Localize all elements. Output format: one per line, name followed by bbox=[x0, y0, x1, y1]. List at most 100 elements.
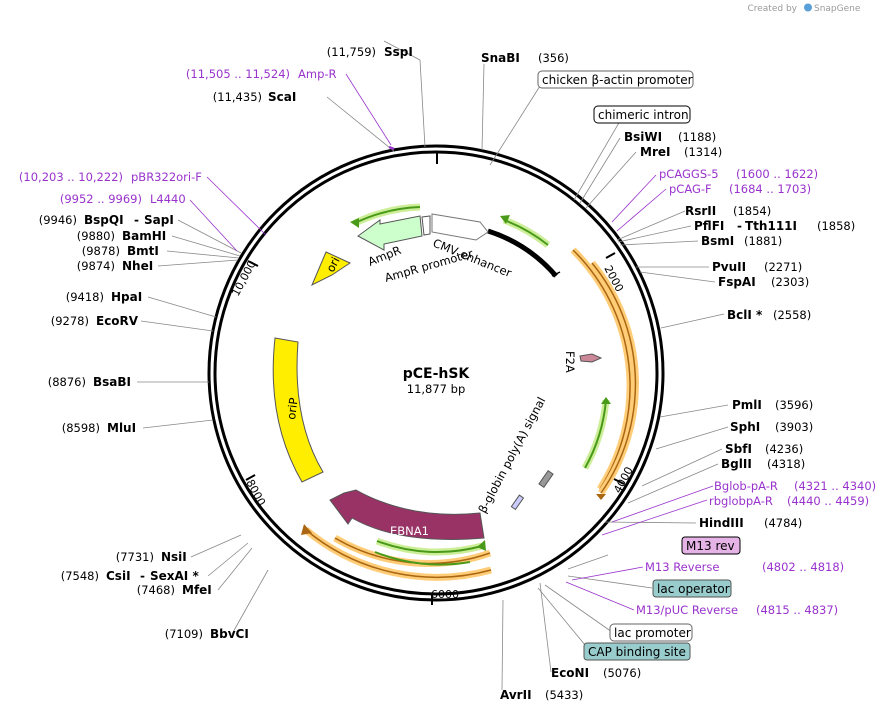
green-arc-top-left bbox=[354, 206, 421, 224]
backbone-outer bbox=[207, 144, 665, 602]
cmv-enhancer-bar bbox=[487, 228, 558, 278]
leader-nsii bbox=[190, 534, 242, 558]
leader-bsmi bbox=[619, 240, 699, 246]
ecorv-pos: (9278) bbox=[51, 314, 89, 328]
pmli-pos: (3596) bbox=[775, 398, 813, 412]
nhei-name: NheI bbox=[122, 259, 153, 273]
m13reverse-pos: (4802 .. 4818) bbox=[762, 560, 844, 574]
pmli-name: PmlI bbox=[732, 398, 762, 412]
leader-chicken bbox=[489, 85, 541, 166]
ampr-primer-name: Amp-R bbox=[298, 67, 337, 81]
bsiwi-pos: (1188) bbox=[678, 130, 716, 144]
snapgene-logo-icon bbox=[804, 3, 812, 12]
lacop-label: lac operator bbox=[657, 582, 730, 596]
primer-leaders bbox=[189, 73, 714, 611]
bglob-pos: (4321 .. 4340) bbox=[794, 479, 876, 493]
sites-left: (11,759) SspI (11,505 .. 11,524) Amp-R (… bbox=[19, 45, 413, 641]
sphi-pos: (3903) bbox=[775, 420, 813, 434]
chimeric-box bbox=[593, 105, 691, 124]
mlui-name: MluI bbox=[107, 421, 136, 435]
leader-l4440 bbox=[189, 199, 238, 252]
ebna1-label: EBNA1 bbox=[390, 524, 429, 538]
leader-m13reverse bbox=[571, 566, 644, 581]
orf-arrow-right bbox=[596, 494, 606, 500]
orf-arc-right-inner bbox=[572, 249, 631, 490]
leader-bglii bbox=[627, 463, 719, 504]
rsrii-name: RsrII bbox=[685, 204, 716, 218]
credit-prefix: Created by bbox=[747, 4, 797, 14]
sbfi-name: SbfI bbox=[725, 442, 752, 456]
leader-m13puc bbox=[565, 581, 635, 611]
sbfi-pos: (4236) bbox=[765, 442, 803, 456]
snapgene-credit: Created by SnapGene bbox=[747, 3, 861, 14]
orf-arc-bottom-inner bbox=[305, 529, 492, 578]
orf-arc-right2-inner bbox=[591, 262, 637, 494]
orip-label: oriP bbox=[284, 397, 301, 421]
lacprom-label: lac promoter bbox=[614, 626, 691, 640]
bmti-pos: (9878) bbox=[82, 244, 120, 258]
rbglob-pos: (4440 .. 4459) bbox=[787, 494, 869, 508]
bbvci-pos: (7109) bbox=[165, 627, 203, 641]
snabi-pos: (356) bbox=[538, 51, 569, 65]
bglii-pos: (4318) bbox=[767, 457, 805, 471]
leader-hindiii bbox=[604, 521, 697, 524]
leader-chimeric bbox=[573, 120, 621, 201]
bglob-name: Bglob-pA-R bbox=[714, 479, 778, 493]
leader-bspqi bbox=[177, 219, 242, 254]
leader-fspai bbox=[639, 271, 716, 283]
leader-pmli bbox=[659, 404, 729, 418]
leader-bamhi bbox=[171, 235, 241, 257]
sspi-name: SspI bbox=[384, 45, 413, 59]
leader-scai bbox=[326, 96, 396, 153]
nsii-name: NsiI bbox=[161, 550, 187, 564]
leader-sbfi bbox=[641, 448, 723, 487]
hpai-pos: (9418) bbox=[66, 290, 104, 304]
promoter-arrow bbox=[431, 213, 489, 241]
leader-csii bbox=[207, 542, 249, 577]
csii-dash: - bbox=[140, 569, 145, 583]
leader-rsrii bbox=[616, 210, 686, 241]
lacop-box bbox=[652, 579, 732, 598]
hindiii-name: HindIII bbox=[699, 516, 744, 530]
lac-feature bbox=[510, 494, 525, 511]
csii-name: CsiI bbox=[106, 569, 131, 583]
leader-lacprom bbox=[544, 584, 613, 633]
sites-right: SnaBI (356) BsiWI (1188) MreI (1314) pCA… bbox=[481, 51, 876, 702]
tth111i-name: Tth111I bbox=[745, 219, 797, 233]
fspai-pos: (2303) bbox=[771, 275, 809, 289]
cmv-enhancer-end bbox=[551, 271, 561, 277]
plasmid-length: 11,877 bp bbox=[407, 382, 466, 396]
m13puc-pos: (4815 .. 4837) bbox=[756, 603, 838, 617]
green-arrow-top-left bbox=[350, 218, 359, 228]
tick-label-8000: 8000 bbox=[243, 477, 268, 508]
leader-cap bbox=[537, 587, 591, 652]
fspai-name: FspAI bbox=[718, 275, 756, 289]
bglobin-label: β-globin poly(A) signal bbox=[475, 395, 548, 516]
mfei-pos: (7468) bbox=[137, 583, 175, 597]
green-arc-right-bg bbox=[581, 399, 610, 470]
bglii-name: BglII bbox=[721, 457, 752, 471]
f2a-feature bbox=[579, 353, 603, 363]
leader-nhei bbox=[157, 259, 239, 267]
leader-avrii bbox=[501, 599, 504, 691]
tick-2000 bbox=[605, 252, 616, 259]
econi-pos: (5076) bbox=[603, 666, 641, 680]
orip-bar bbox=[272, 337, 324, 483]
bcli-pos: (2558) bbox=[773, 308, 811, 322]
bsiwi-name: BsiWI bbox=[624, 130, 662, 144]
green-arc-bottom2 bbox=[374, 551, 471, 566]
pbr-pos: (10,203 .. 10,222) bbox=[19, 170, 123, 184]
sspi-pos: (11,759) bbox=[327, 45, 376, 59]
econi-name: EcoNI bbox=[551, 666, 589, 680]
bbvci-name: BbvCI bbox=[210, 627, 249, 641]
leader-econi bbox=[539, 582, 552, 673]
m13puc-name: M13/pUC Reverse bbox=[636, 603, 738, 617]
leader-mfei bbox=[217, 547, 253, 591]
ampr-primer-mark bbox=[388, 145, 395, 151]
bglobin-feature bbox=[538, 470, 554, 488]
nsii-pos: (7731) bbox=[116, 550, 154, 564]
mfei-name: MfeI bbox=[182, 583, 212, 597]
snabi-name: SnaBI bbox=[481, 51, 520, 65]
scai-name: ScaI bbox=[268, 90, 296, 104]
ori-label: ori bbox=[323, 255, 342, 275]
